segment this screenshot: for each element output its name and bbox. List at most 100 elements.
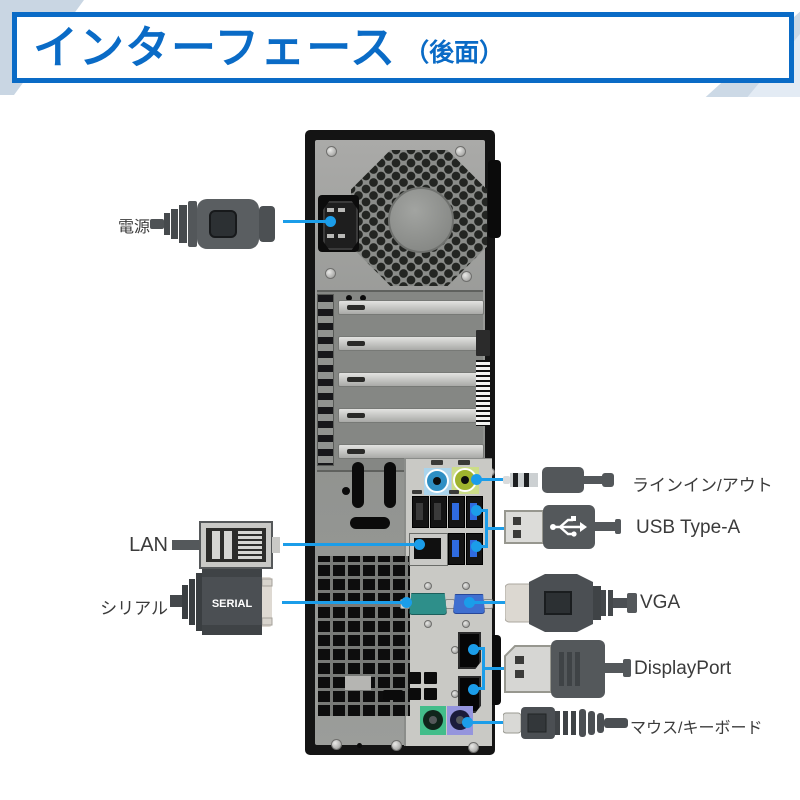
lan-port bbox=[409, 533, 448, 566]
ps2-mouse-center bbox=[429, 716, 437, 724]
callout-dot-audio bbox=[471, 474, 482, 485]
usb-tongue bbox=[452, 503, 459, 520]
callout-line-lan bbox=[283, 543, 419, 546]
vga-plug-icon bbox=[505, 574, 637, 632]
slot-cover-5 bbox=[338, 444, 484, 459]
callout-dot-dp-bottom bbox=[468, 684, 479, 695]
serial-plug-text: SERIAL bbox=[212, 598, 253, 610]
usb-tongue bbox=[434, 503, 441, 520]
callout-line-vga bbox=[470, 601, 517, 604]
pc-rear-panel bbox=[305, 130, 501, 755]
callout-line-dp bbox=[482, 667, 515, 670]
slot-cover-hole bbox=[347, 377, 365, 382]
usb-plug-icon bbox=[504, 505, 621, 549]
page-subtitle: （後面） bbox=[404, 39, 505, 67]
fan-grille bbox=[351, 150, 487, 286]
page-title: インターフェース bbox=[33, 22, 397, 73]
slot-cover-1 bbox=[338, 300, 484, 315]
callout-stub-dp-bottom bbox=[474, 687, 484, 690]
chassis-hole bbox=[342, 487, 350, 495]
line-in-hole bbox=[433, 477, 441, 485]
callout-line-ps2 bbox=[468, 721, 515, 724]
power-plug-icon bbox=[150, 199, 275, 249]
callout-stub-dp-top bbox=[474, 647, 484, 650]
callout-dot-ps2 bbox=[462, 717, 473, 728]
callout-dot-dp-top bbox=[468, 644, 479, 655]
port-screw bbox=[462, 582, 470, 590]
serial-port bbox=[409, 593, 447, 615]
dp-screw bbox=[451, 646, 459, 654]
chassis-cutout bbox=[383, 690, 403, 700]
label-power: 電源 bbox=[117, 219, 150, 236]
label-audio: ラインイン/アウト bbox=[632, 476, 773, 495]
panel-hole bbox=[360, 295, 366, 301]
usb2-port-2 bbox=[430, 496, 447, 528]
callout-dot-usb-top bbox=[471, 505, 482, 516]
ps2-mouse-port bbox=[420, 706, 446, 735]
panel-hole bbox=[346, 295, 352, 301]
screw-bottom-right bbox=[468, 742, 479, 753]
ps2-mouse-barrel bbox=[423, 710, 443, 730]
label-usb: USB Type-A bbox=[636, 517, 741, 538]
audio-plug-icon bbox=[503, 467, 614, 493]
power-pin bbox=[327, 234, 334, 238]
screw-top-right bbox=[455, 146, 466, 157]
screw-mid-left bbox=[325, 268, 336, 279]
slot-cover-4 bbox=[338, 408, 484, 423]
ps2-keyboard-center bbox=[456, 716, 464, 724]
slot-cover-hole bbox=[347, 341, 365, 346]
serial-plug-icon: SERIAL bbox=[170, 569, 273, 635]
label-lan: LAN bbox=[129, 534, 168, 556]
callout-stub-usb-top bbox=[477, 509, 487, 512]
screw-bottom-mid bbox=[391, 740, 402, 751]
line-in-icon bbox=[431, 460, 443, 465]
chassis-side-tab bbox=[488, 160, 501, 238]
callout-dot-usb-bottom bbox=[471, 541, 482, 552]
power-pin bbox=[327, 208, 334, 212]
callout-stub-usb-bottom bbox=[477, 545, 487, 548]
usb-tongue bbox=[416, 503, 423, 520]
vent-square bbox=[424, 672, 437, 684]
slot-cover-hole bbox=[347, 449, 365, 454]
callout-dot-lan bbox=[414, 539, 425, 550]
callout-dot-serial bbox=[401, 597, 412, 608]
chassis-cutout-horizontal bbox=[350, 517, 390, 529]
ventilation-mesh bbox=[318, 556, 410, 716]
slot-cover-hole bbox=[347, 305, 365, 310]
usb3-port-1 bbox=[448, 496, 465, 528]
callout-line-power bbox=[283, 220, 331, 223]
usb-tongue bbox=[452, 540, 459, 557]
line-out-icon bbox=[458, 460, 470, 465]
vent-square bbox=[408, 688, 421, 700]
callout-dot-vga bbox=[464, 597, 475, 608]
usb2-icon bbox=[412, 490, 422, 494]
hex-nut bbox=[445, 599, 455, 609]
chassis-cutout bbox=[352, 462, 364, 508]
vent-square bbox=[408, 672, 421, 684]
line-in-ring bbox=[425, 469, 449, 493]
power-inlet bbox=[318, 195, 359, 252]
displayport-plug-icon bbox=[504, 640, 631, 698]
punched-bracket-rail bbox=[317, 294, 334, 466]
barcode-label bbox=[476, 360, 490, 426]
slot-cover-hole bbox=[347, 413, 365, 418]
line-out-hole bbox=[461, 476, 469, 484]
screw-bottom-left bbox=[331, 739, 342, 750]
usb3-icon bbox=[449, 490, 459, 494]
metal-clip bbox=[345, 676, 371, 690]
power-pin bbox=[338, 234, 345, 238]
callout-dot-power bbox=[325, 216, 336, 227]
service-label bbox=[476, 330, 490, 356]
usb3-port-3 bbox=[448, 533, 465, 565]
slot-cover-3 bbox=[338, 372, 484, 387]
lan-plug-icon bbox=[172, 521, 280, 569]
ps2-plug-icon bbox=[503, 707, 628, 739]
port-screw bbox=[424, 582, 432, 590]
callout-line-audio bbox=[477, 478, 517, 481]
label-displayport: DisplayPort bbox=[634, 658, 732, 679]
bottom-hole bbox=[357, 743, 362, 748]
power-pin bbox=[338, 208, 345, 212]
usb2-port-1 bbox=[412, 496, 429, 528]
label-vga: VGA bbox=[640, 592, 681, 613]
vent-square bbox=[424, 688, 437, 700]
